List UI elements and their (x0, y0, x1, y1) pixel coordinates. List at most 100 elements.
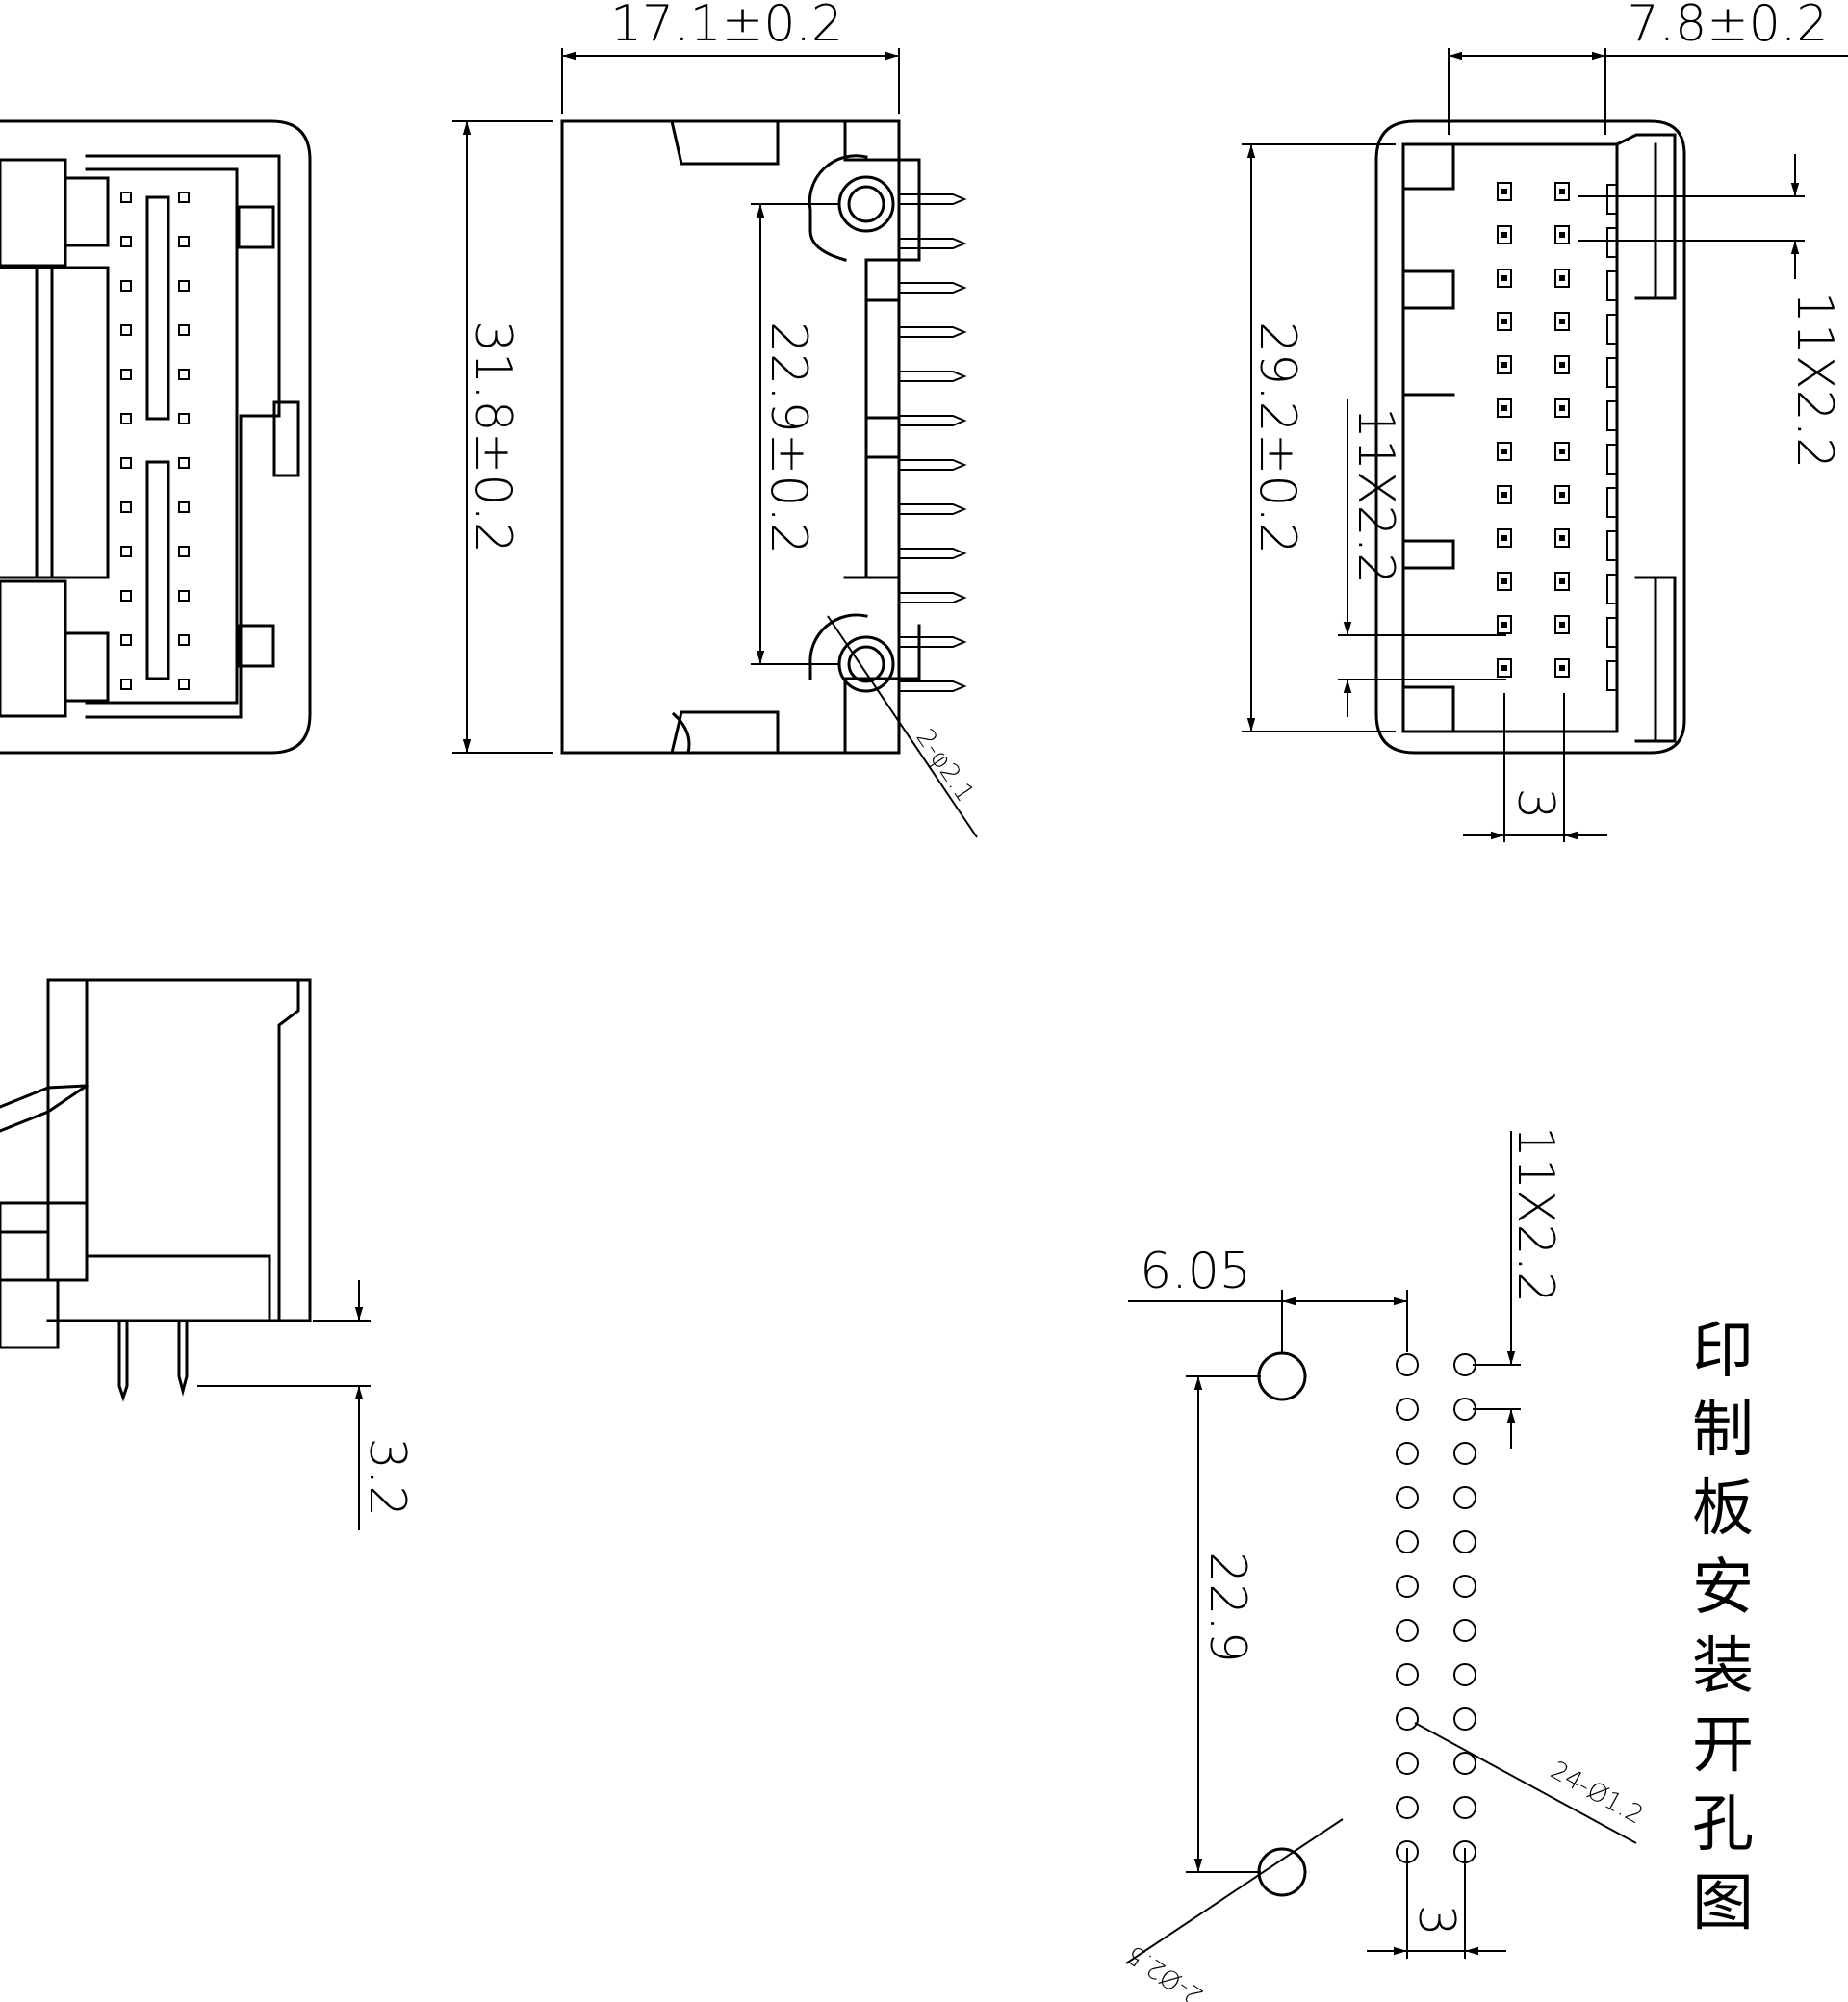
pcb-hole (1396, 1752, 1419, 1775)
front-view (0, 119, 312, 755)
pcb-hole (1396, 1707, 1419, 1731)
front-pin (120, 369, 132, 380)
top-pin-core (1559, 405, 1565, 411)
top-pin (1497, 442, 1512, 461)
title-cjk: 印制板安装开孔图 (1692, 1316, 1754, 1939)
top-pin-core (1559, 578, 1565, 584)
top-view (1374, 119, 1686, 755)
front-pin (178, 192, 190, 203)
top-pin (1554, 355, 1570, 374)
title-char: 孔 (1692, 1789, 1754, 1861)
top-pin (1554, 312, 1570, 331)
top-pin-core (1502, 362, 1507, 368)
side-pin (899, 503, 967, 515)
dim-pin-offset: 3.2 (358, 1438, 416, 1518)
pcb-hole (1396, 1442, 1419, 1465)
pcb-hole (1453, 1619, 1476, 1642)
title-char: 印 (1692, 1316, 1754, 1387)
top-pin-core (1502, 535, 1507, 541)
pcb-hole (1453, 1575, 1476, 1598)
top-pin-core (1502, 492, 1507, 498)
pcb-hole (1453, 1530, 1476, 1553)
dimension-lines (197, 48, 1848, 1964)
dim-pcb-mount-holes: 2-Ø2.5 (1121, 1938, 1208, 2002)
top-pin (1497, 355, 1512, 374)
top-pin-core (1502, 189, 1507, 194)
side-pin (899, 592, 967, 603)
front-pin (120, 546, 132, 557)
dim-height-side: 31.8±0.2 (464, 321, 522, 553)
dim-pcb-row-spacing: 3 (1407, 1904, 1465, 1936)
title-char: 图 (1692, 1868, 1754, 1939)
top-pin-slot (1606, 574, 1618, 604)
front-pin (178, 634, 190, 646)
dim-pcb-pitch: 11X2.2 (1506, 1126, 1564, 1304)
top-pin (1497, 398, 1512, 418)
top-pin-slot (1606, 530, 1618, 561)
front-pin (178, 457, 190, 469)
side-pin (899, 282, 967, 294)
front-pin (178, 501, 190, 513)
pcb-hole (1396, 1575, 1419, 1598)
title-char: 制 (1692, 1395, 1754, 1466)
top-pin-slot (1606, 617, 1618, 648)
pcb-hole (1396, 1796, 1419, 1819)
top-pin-slot (1606, 314, 1618, 345)
top-pin-core (1559, 189, 1565, 194)
pcb-hole (1453, 1398, 1476, 1421)
top-pin (1497, 572, 1512, 591)
top-pin-core (1502, 665, 1507, 671)
side-pin-array (899, 193, 967, 692)
pcb-hole (1453, 1442, 1476, 1465)
dim-inner-height: 29.2±0.2 (1248, 321, 1306, 554)
front-pin (120, 192, 132, 203)
front-pin (178, 236, 190, 247)
front-pin (178, 369, 190, 380)
top-pin-slot (1606, 184, 1618, 215)
top-pin (1554, 398, 1570, 418)
front-pin (120, 324, 132, 336)
side-view (560, 119, 967, 755)
front-pin (120, 679, 132, 690)
dim-pitch-inner: 11X2.2 (1347, 407, 1404, 585)
top-pin-core (1559, 319, 1565, 324)
dim-width-top: 17.1±0.2 (610, 0, 843, 53)
top-pin (1554, 658, 1570, 678)
dim-pcb-mount-pitch: 22.9 (1198, 1552, 1256, 1663)
front-pin (178, 413, 190, 424)
title-char: 板 (1692, 1474, 1754, 1545)
side-pin (899, 193, 967, 205)
top-pin (1554, 269, 1570, 288)
top-pin-slot (1606, 270, 1618, 301)
top-pin-core (1502, 622, 1507, 628)
front-pin (178, 590, 190, 602)
pcb-hole-array (1396, 1353, 1476, 1863)
pcb-hole (1396, 1398, 1419, 1421)
top-pin-core (1559, 492, 1565, 498)
pcb-hole (1396, 1353, 1419, 1376)
front-pin (120, 634, 132, 646)
front-pin (178, 324, 190, 336)
front-pin (178, 280, 190, 292)
top-pin-core (1559, 232, 1565, 238)
front-pin (178, 679, 190, 690)
front-pin (178, 546, 190, 557)
dim-mount-pitch: 22.9±0.2 (759, 321, 817, 554)
front-pin (120, 413, 132, 424)
top-pin-core (1502, 232, 1507, 238)
top-pin-core (1502, 275, 1507, 281)
pcb-hole (1453, 1796, 1476, 1819)
pcb-layout-view (1257, 1351, 1476, 1897)
top-pin (1497, 658, 1512, 678)
top-pin (1554, 442, 1570, 461)
top-pin (1497, 225, 1512, 244)
top-pin-slot (1606, 444, 1618, 475)
title-char: 安 (1692, 1553, 1754, 1624)
side-pin (899, 636, 967, 648)
dim-mount-holes: 2-φ2.1 (911, 724, 980, 808)
dim-row-spacing-top: 3 (1506, 787, 1564, 819)
pcb-hole (1396, 1486, 1419, 1509)
top-pin (1497, 615, 1512, 634)
side-pin (899, 415, 967, 426)
